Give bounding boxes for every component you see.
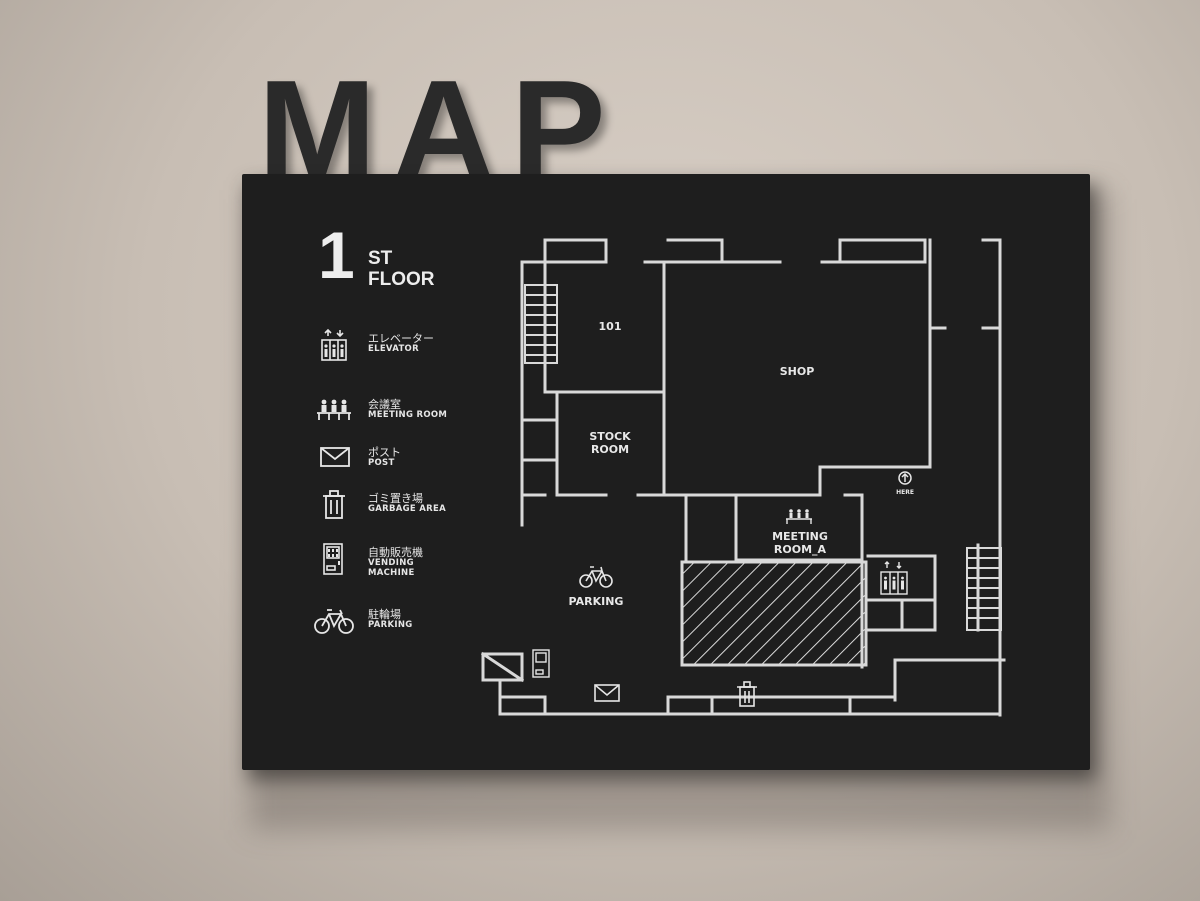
here-label: HERE xyxy=(896,489,914,496)
legend-jp: ポスト xyxy=(368,446,401,459)
plan-meeting-icon xyxy=(786,509,812,524)
legend-jp: 自動販売機 xyxy=(368,546,423,559)
legend-en: POST xyxy=(368,458,395,468)
mail-icon xyxy=(320,447,350,467)
legend-en: GARBAGE AREA xyxy=(368,504,447,514)
legend-garbage: ゴミ置き場 GARBAGE AREA xyxy=(312,488,482,528)
meeting-room-icon xyxy=(317,399,351,420)
parking-label: PARKING xyxy=(569,595,624,608)
meeting-room-label-2: ROOM_A xyxy=(774,543,827,556)
plan-vending-icon xyxy=(532,649,550,678)
legend-jp: エレベーター xyxy=(368,332,434,345)
plan-trash-icon xyxy=(737,681,757,707)
plan-elevator-icon xyxy=(880,561,908,595)
legend-jp: 駐輪場 xyxy=(368,608,401,621)
walls xyxy=(480,238,1006,717)
hatched-area xyxy=(680,560,868,667)
meeting-room-label-1: MEETING xyxy=(772,530,828,543)
here-marker-icon xyxy=(898,471,912,485)
floor-word: FLOOR xyxy=(368,269,435,290)
legend-parking: 駐輪場 PARKING xyxy=(312,604,482,644)
plan-mail-icon xyxy=(594,684,620,702)
vending-machine-icon xyxy=(323,543,343,575)
room-101-label: 101 xyxy=(599,320,622,333)
map-board xyxy=(242,174,1090,770)
legend-en: ELEVATOR xyxy=(368,344,419,354)
legend-en: VENDING MACHINE xyxy=(368,558,415,578)
bicycle-icon xyxy=(314,609,354,634)
legend-post: ポスト POST xyxy=(312,442,482,482)
legend-vending: 自動販売機 VENDING MACHINE xyxy=(312,542,482,582)
legend-en: PARKING xyxy=(368,620,413,630)
shop-label: SHOP xyxy=(780,365,815,378)
elevator-icon xyxy=(321,328,347,361)
stairs-right xyxy=(966,547,1002,631)
legend-jp: 会議室 xyxy=(368,398,401,411)
stock-room-label-2: ROOM xyxy=(591,443,629,456)
stairs-left xyxy=(524,284,558,364)
plan-bicycle-icon xyxy=(579,566,613,588)
legend-meeting-room: 会議室 MEETING ROOM xyxy=(312,394,482,434)
floor-number: 1 xyxy=(318,218,355,292)
legend-jp: ゴミ置き場 xyxy=(368,492,423,505)
floor-label: ST FLOOR xyxy=(368,248,435,290)
legend-elevator: エレベーター ELEVATOR xyxy=(312,328,482,368)
floor-suffix: ST xyxy=(368,248,393,269)
legend-en: MEETING ROOM xyxy=(368,410,448,420)
stock-room-label-1: STOCK xyxy=(589,430,631,443)
trash-icon xyxy=(323,490,345,519)
